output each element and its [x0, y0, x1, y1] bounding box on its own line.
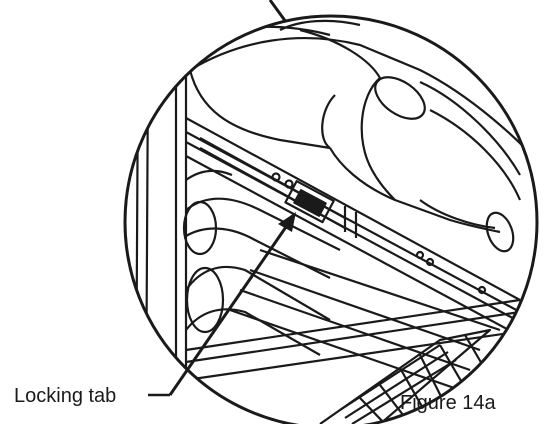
lower-bottles: [182, 169, 341, 356]
background-bottle: [187, 25, 381, 79]
leader-line: [268, 0, 288, 23]
callout-arrow: [148, 212, 296, 397]
upper-bottle: [188, 19, 537, 253]
cabinet-side-wall: [134, 62, 188, 424]
magnifier-outline: [123, 14, 539, 424]
figure-caption: Figure 14a: [400, 392, 496, 414]
drawer-slide-rail: [185, 117, 521, 337]
locking-tab: [284, 180, 335, 224]
shelf-panel: [185, 248, 531, 392]
locking-tab-label: Locking tab: [14, 385, 117, 407]
